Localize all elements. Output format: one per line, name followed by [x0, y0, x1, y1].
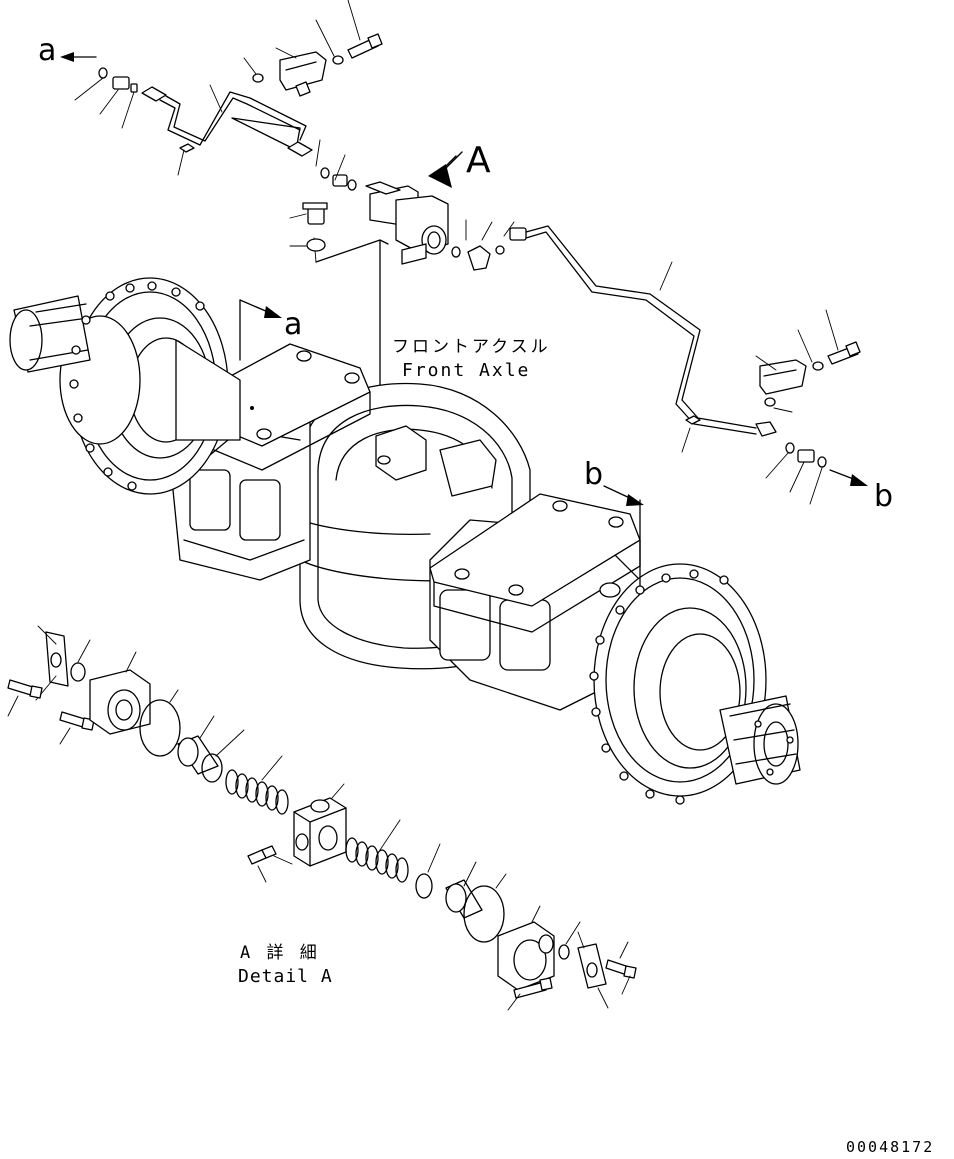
arrow-a-top: a [38, 33, 97, 68]
front-axle-callout: フロントアクスル Front Axle [392, 337, 551, 381]
view-label-A: A [466, 140, 491, 181]
arrow-b-right: b [829, 469, 893, 514]
detail-label-en: Detail A [238, 966, 333, 987]
right-bracket [755, 309, 861, 413]
arrow-a-left: a [239, 299, 302, 361]
arrow-label-a-left: a [284, 307, 302, 342]
upper-left-brake-pipe [141, 84, 321, 176]
upper-left-bracket [243, 0, 383, 97]
arrow-b-mid: b [584, 457, 644, 587]
arrow-label-b-right: b [874, 479, 893, 514]
right-hub-final-drive [589, 563, 801, 805]
detail-A-exploded-parts [7, 625, 637, 1011]
drawing-number: 00048172 [846, 1138, 934, 1156]
detail-A-caption: A 詳 細 Detail A [238, 943, 333, 987]
left-hub-final-drive [9, 277, 241, 495]
detail-label-jp: A 詳 細 [240, 943, 320, 963]
right-brake-pipe [451, 219, 777, 453]
right-spring [345, 837, 409, 883]
brake-valve [289, 181, 449, 441]
right-hub-bolts [589, 569, 794, 805]
arrow-label-a-top: a [38, 33, 56, 68]
view-arrow-A: A [428, 140, 491, 188]
arrow-label-b-mid: b [584, 457, 603, 492]
left-hub-bolts [69, 281, 205, 491]
upper-left-fittings [74, 67, 357, 191]
left-spring [225, 769, 289, 815]
right-fittings [765, 442, 827, 505]
front-axle-label-jp: フロントアクスル [392, 337, 551, 357]
front-axle-label-en: Front Axle [402, 360, 530, 381]
